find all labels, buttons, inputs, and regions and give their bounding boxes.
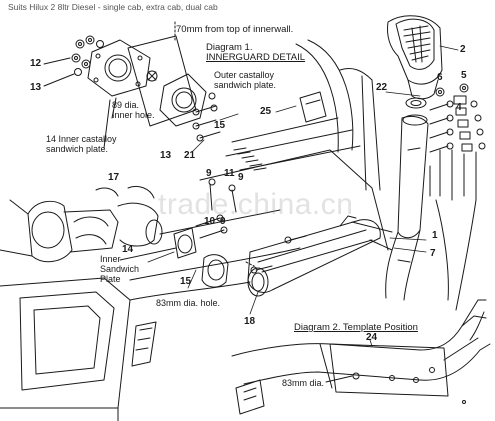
innerwall-measure-label: 70mm from top of innerwall. xyxy=(176,24,294,35)
part-number-9-bottom: 9 xyxy=(220,216,226,227)
part-number-17: 17 xyxy=(108,172,120,183)
part-number-6: 6 xyxy=(437,72,443,83)
part-number-1: 1 xyxy=(432,230,438,241)
part-number-7: 7 xyxy=(430,248,436,259)
duct-screws xyxy=(245,235,307,274)
bonnet-vents xyxy=(233,147,267,171)
leader-lines xyxy=(147,45,459,347)
part-number-25: 25 xyxy=(260,106,272,117)
part-number-10: 10 xyxy=(204,216,216,227)
body-panel xyxy=(119,149,389,281)
template-diagram xyxy=(231,299,491,415)
inner-hole-label: 89 dia. Inner hole. xyxy=(112,100,155,120)
part-number-2: 2 xyxy=(460,44,466,55)
grille-headlight xyxy=(0,277,251,421)
vehicle-fitment-text: Suits Hilux 2 8ltr Diesel - single cab, … xyxy=(8,2,218,12)
part-number-15-bottom: 15 xyxy=(180,276,192,287)
fasteners-right xyxy=(429,83,486,201)
snorkel-head xyxy=(387,15,443,100)
diagram2-hole-label: 83mm dia. xyxy=(282,378,325,388)
part-number-18: 18 xyxy=(244,316,256,327)
outer-plate-label: Outer castalloy sandwich plate. xyxy=(214,70,277,90)
pillar-right xyxy=(435,199,477,311)
mount-parts xyxy=(173,178,237,288)
part-number-22: 22 xyxy=(376,82,388,93)
inner-plate-label: 14 Inner castalloy sandwich plate. xyxy=(46,134,117,154)
part-number-4: 4 xyxy=(456,102,462,113)
outer-plate xyxy=(159,73,207,127)
screws-center xyxy=(192,92,221,142)
diagram1-subtitle: INNERGUARD DETAIL xyxy=(206,52,306,63)
part-number-12: 12 xyxy=(30,58,42,69)
part-number-13-left: 13 xyxy=(30,82,42,93)
part-number-9-top: 9 xyxy=(206,168,212,179)
snorkel-clamp xyxy=(405,97,427,109)
part-number-13-centre: 13 xyxy=(160,150,172,161)
bolts-left xyxy=(43,35,104,87)
hole-83-label: 83mm dia. hole. xyxy=(156,298,221,308)
intake-duct xyxy=(247,215,393,297)
air-cleaner xyxy=(0,185,163,263)
innerwall-panel xyxy=(127,21,197,127)
inner-sandwich-label: Inner Sandwich Plate xyxy=(100,254,140,284)
part-number-24: 24 xyxy=(366,332,378,343)
part-number-9-right: 9 xyxy=(238,172,244,183)
inner-plate-top-left xyxy=(87,39,151,97)
part-number-5: 5 xyxy=(461,70,467,81)
part-number-15-top: 15 xyxy=(214,120,226,131)
diagram1-title: Diagram 1. xyxy=(206,42,253,53)
diagram2-title: Diagram 2. Template Position xyxy=(294,322,418,333)
part-number-21: 21 xyxy=(184,150,196,161)
part-number-14: 14 xyxy=(122,244,134,255)
snorkel-body xyxy=(385,114,429,301)
part-number-11: 11 xyxy=(224,168,235,179)
a-pillar xyxy=(225,39,381,191)
